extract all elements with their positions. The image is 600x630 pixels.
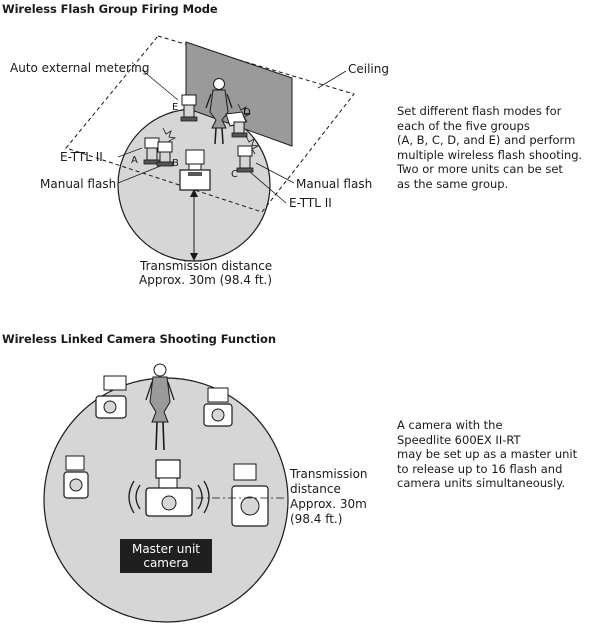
description-line: multiple wireless flash shooting.: [397, 147, 583, 162]
label-ceiling: Ceiling: [348, 62, 389, 76]
description-line: (A, B, C, D, and E) and perform: [397, 133, 576, 148]
master-camera: [179, 149, 211, 191]
description-line: as the same group.: [397, 176, 509, 191]
label-distance-2: Approx. 30m (98.4 ft.): [139, 273, 272, 287]
description-line: A camera with the: [397, 418, 503, 432]
flash-unit-c: [236, 135, 260, 173]
wall-panel: [185, 41, 293, 147]
linked-distance-1: Transmission: [289, 467, 368, 481]
description-line: may be set up as a master unit: [397, 447, 578, 462]
model-figure: [205, 78, 233, 145]
section1-description: Set different flash modes for each of th…: [397, 104, 582, 192]
linked-distance-3: Approx. 30m: [290, 497, 367, 511]
description-line: to release up to 16 flash and: [397, 461, 563, 476]
description-line: Speedlite 600EX II-RT: [397, 432, 521, 447]
section1-title: Wireless Flash Group Firing Mode: [2, 2, 218, 16]
group-label-d: D: [243, 107, 251, 118]
flash-group-diagram: E D A B C Auto external metering Ceiling…: [10, 35, 389, 287]
flash-unit-e: [180, 94, 198, 122]
section2-title: Wireless Linked Camera Shooting Function: [2, 332, 276, 346]
section2-description: A camera with the Speedlite 600EX II-RT …: [397, 418, 577, 491]
linked-distance-4: (98.4 ft.): [290, 512, 342, 526]
linked-distance-2: distance: [290, 482, 341, 496]
description-line: Set different flash modes for: [397, 104, 562, 118]
group-label-a: A: [131, 155, 138, 166]
label-manual-right: Manual flash: [296, 177, 372, 191]
group-label-c: C: [231, 169, 238, 180]
ceiling-outline: [65, 35, 355, 213]
flash-unit-d: [225, 103, 252, 138]
description-line: Two or more units can be set: [397, 162, 563, 177]
remote-camera-1: [95, 375, 127, 419]
linked-camera-diagram: Master unit camera Transmission distance…: [43, 363, 368, 623]
flash-unit-b: [156, 141, 174, 167]
description-line: camera units simultaneously.: [397, 476, 566, 491]
master-unit-label-1: Master unit: [132, 542, 200, 556]
label-ettl-left: E-TTL II: [60, 150, 103, 164]
master-unit-label-box: [120, 539, 212, 573]
remote-camera-4: [231, 463, 269, 527]
group-label-e: E: [172, 102, 178, 113]
label-distance-1: Transmission distance: [139, 259, 272, 273]
master-unit-camera: [128, 459, 210, 517]
remote-camera-2: [203, 387, 233, 427]
master-unit-label-2: camera: [143, 556, 188, 570]
remote-camera-3: [63, 455, 89, 499]
model-figure-2: [145, 363, 175, 451]
group-label-b: B: [172, 158, 179, 169]
label-manual-left: Manual flash: [40, 177, 116, 191]
label-ettl-right: E-TTL II: [289, 196, 332, 210]
label-auto-metering: Auto external metering: [10, 61, 150, 75]
description-line: each of the five groups: [397, 118, 530, 133]
